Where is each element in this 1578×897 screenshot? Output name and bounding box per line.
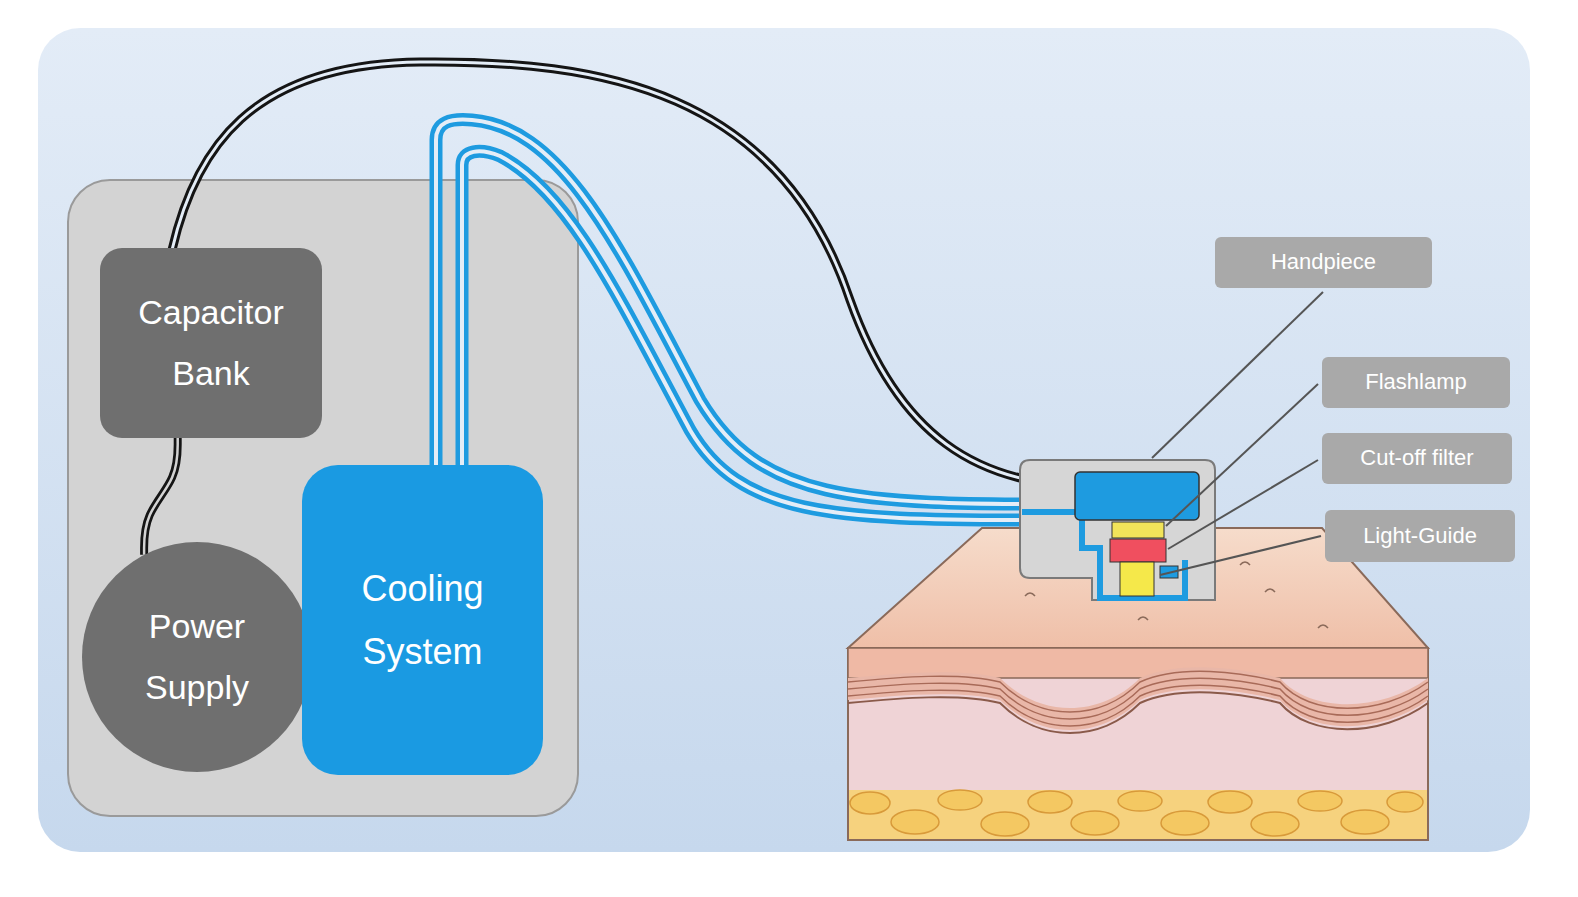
power-supply-circle: Power Supply bbox=[82, 542, 312, 772]
callout-box: Handpiece bbox=[1215, 237, 1432, 288]
card-background bbox=[38, 28, 1530, 852]
flashlamp bbox=[1112, 522, 1164, 538]
callout-box: Flashlamp bbox=[1322, 357, 1510, 408]
coolant-tube bbox=[462, 151, 1030, 520]
handpiece-body bbox=[1020, 460, 1215, 600]
component-label: Power Supply bbox=[122, 596, 272, 718]
callout-label: Handpiece bbox=[1271, 249, 1376, 275]
cooling-box: Cooling System bbox=[302, 465, 543, 775]
callout-label: Flashlamp bbox=[1365, 369, 1466, 395]
callout-label: Light-Guide bbox=[1363, 523, 1477, 549]
handpiece-cooling-channel bbox=[1022, 512, 1185, 598]
skin-papillae bbox=[848, 667, 1428, 730]
wire bbox=[144, 438, 178, 555]
cut-off-filter bbox=[1110, 539, 1166, 562]
callout-box: Light-Guide bbox=[1325, 510, 1515, 562]
skin-dermis bbox=[848, 648, 1428, 840]
wire-outer bbox=[144, 438, 178, 555]
leader-lines bbox=[1152, 292, 1323, 575]
circle-outline bbox=[82, 542, 312, 772]
circle-shape bbox=[82, 542, 312, 772]
callout-box: Cut-off filter bbox=[1322, 433, 1512, 484]
skin-fiber-line bbox=[848, 692, 1428, 733]
component-label: Cooling System bbox=[323, 557, 523, 683]
wire-core bbox=[144, 438, 178, 555]
light-guide bbox=[1120, 562, 1154, 596]
capacitor-box: Capacitor Bank bbox=[100, 248, 322, 438]
coolant-tube-core bbox=[462, 151, 1030, 520]
component-label: Capacitor Bank bbox=[116, 282, 306, 404]
device-housing bbox=[68, 180, 578, 816]
fat-layer bbox=[849, 790, 1427, 839]
fat-cells bbox=[850, 790, 1423, 836]
callout-label: Cut-off filter bbox=[1360, 445, 1473, 471]
